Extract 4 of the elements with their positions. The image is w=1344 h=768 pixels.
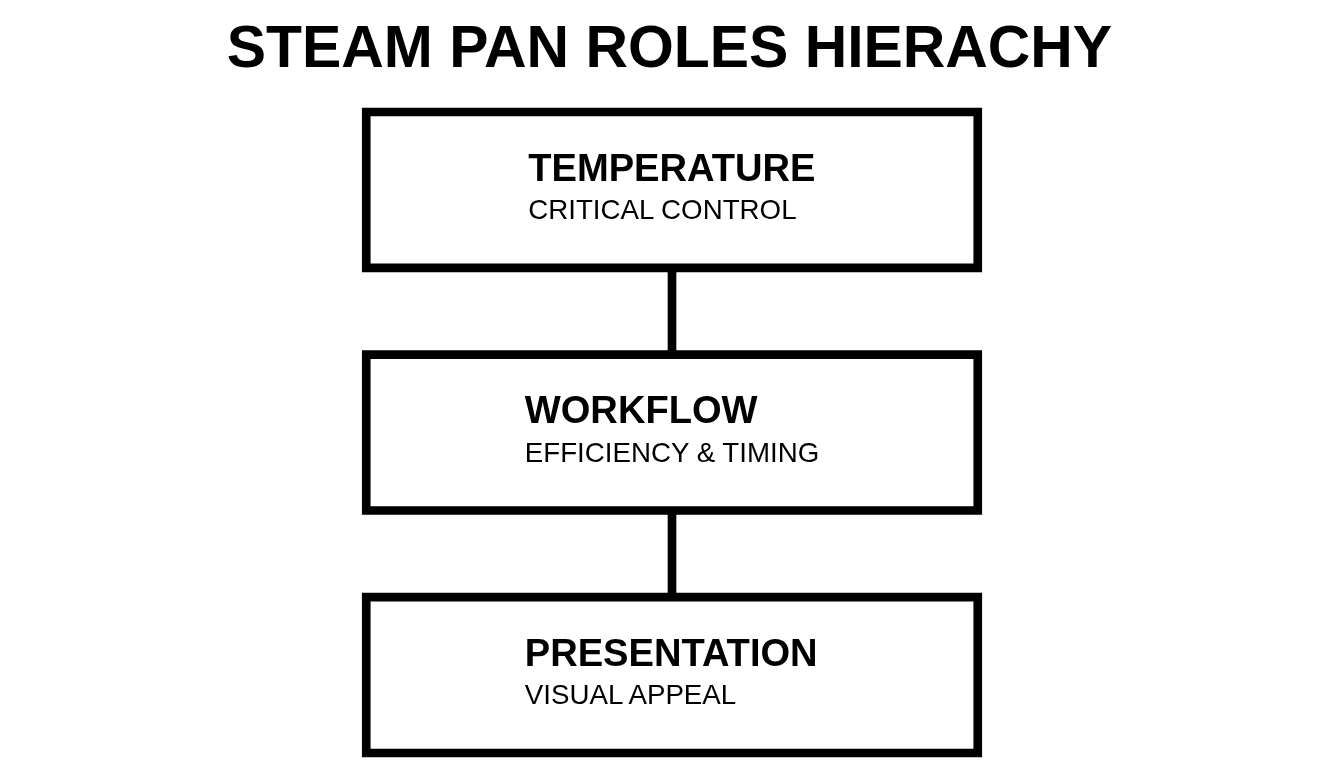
diagram-title: STEAM PAN ROLES HIERACHY xyxy=(226,14,1113,80)
node-box: PRESENTATION VISUAL APPEAL xyxy=(361,592,983,758)
node-box: WORKFLOW EFFICIENCY & TIMING xyxy=(361,350,983,515)
node-box: TEMPERATURE CRITICAL CONTROL xyxy=(361,107,983,273)
